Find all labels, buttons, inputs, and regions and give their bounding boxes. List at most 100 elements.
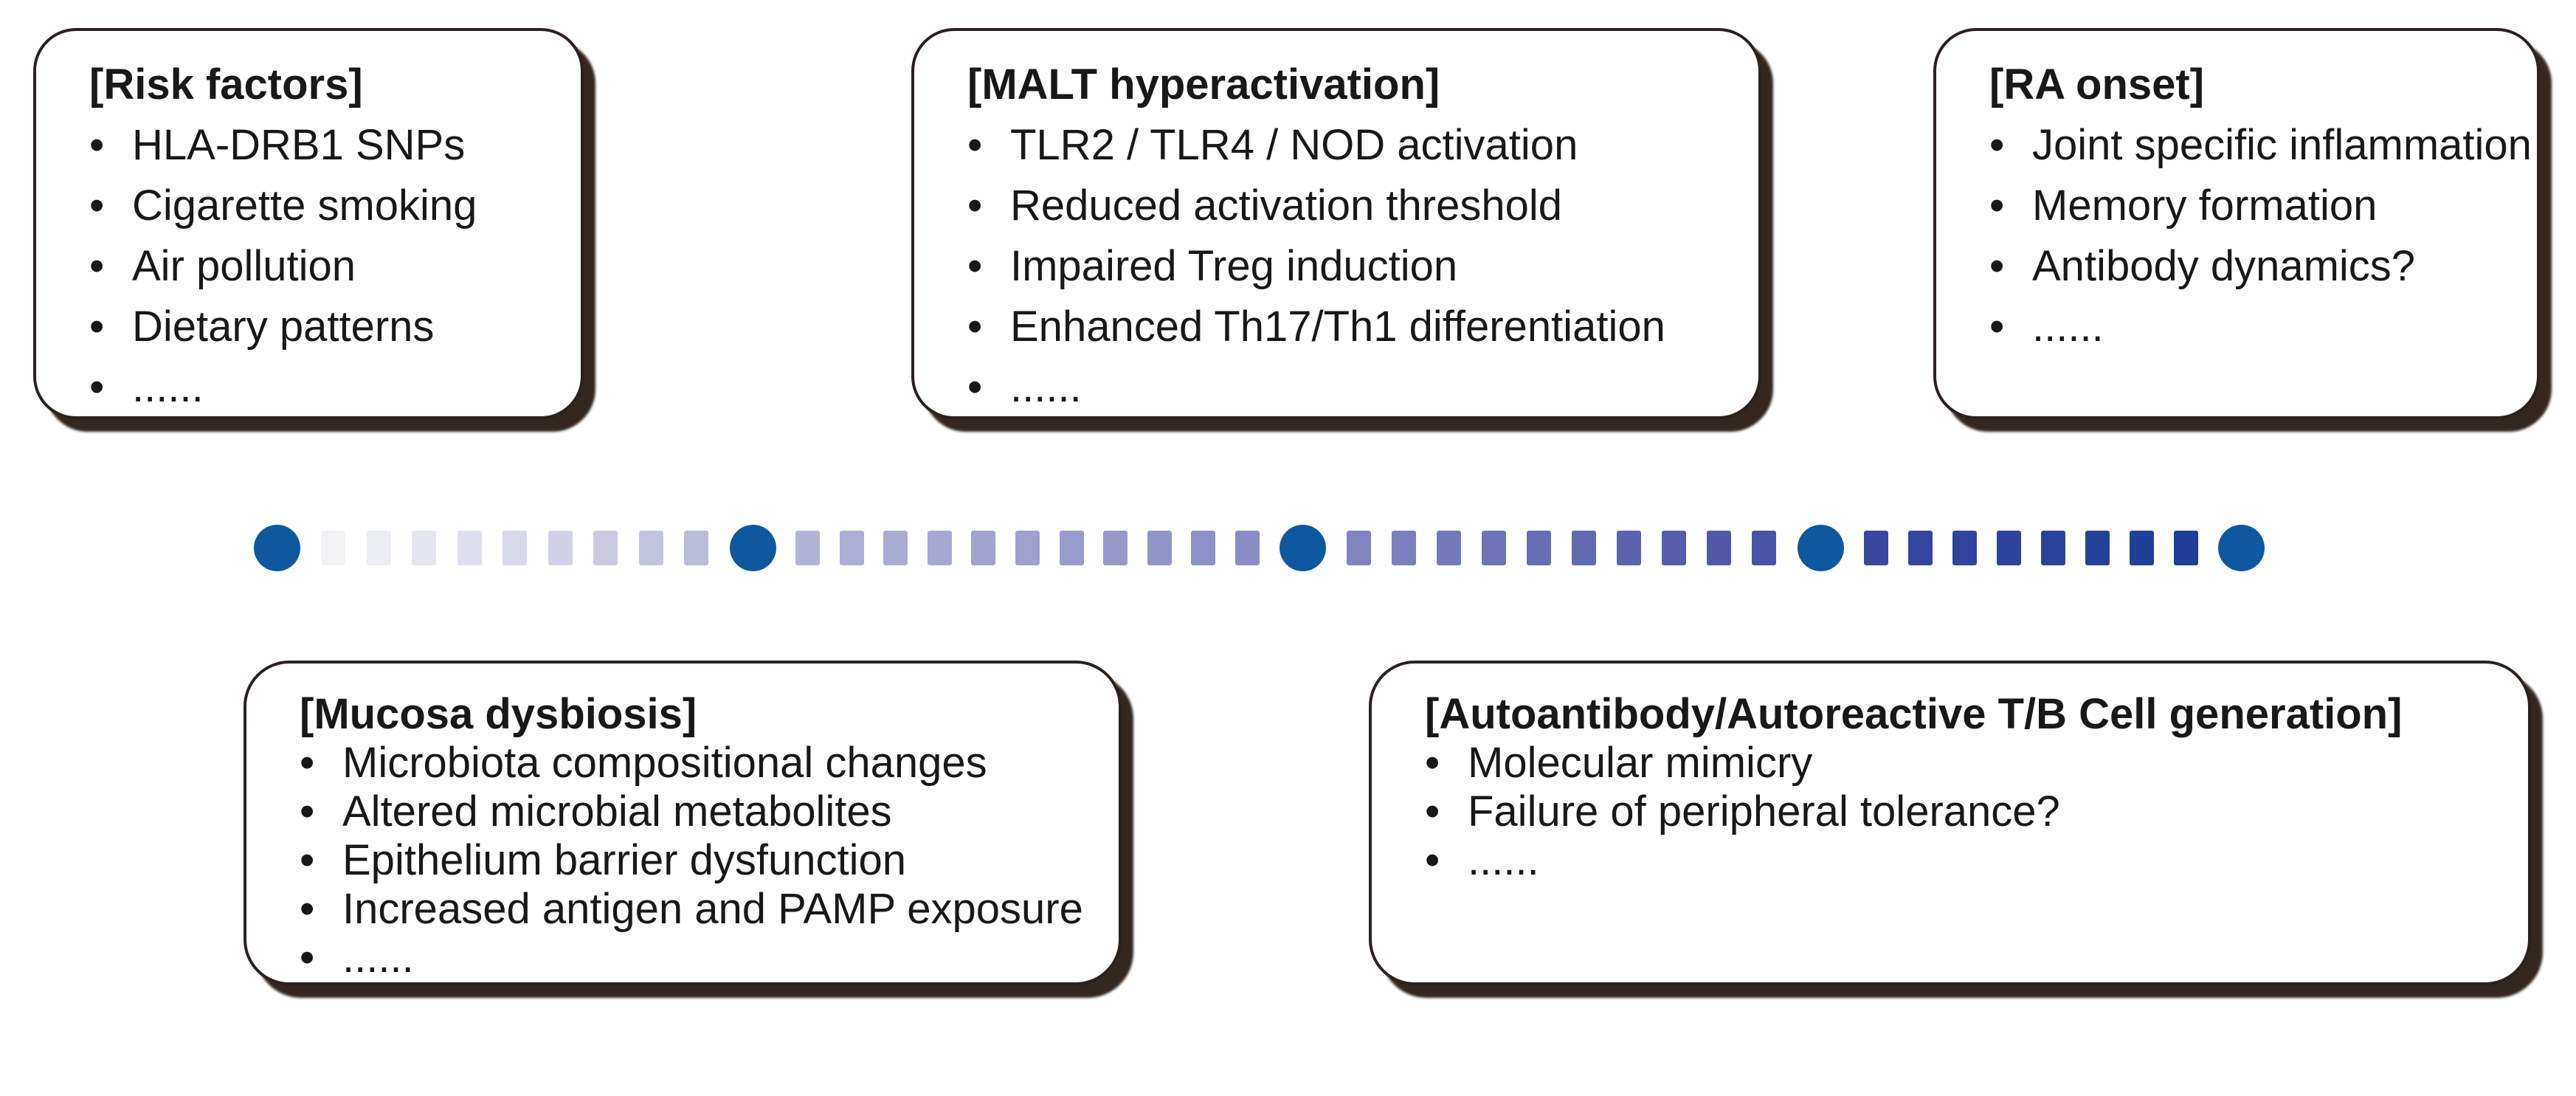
- timeline-dash: [548, 530, 573, 565]
- list-item: • Impaired Treg induction: [967, 236, 1736, 297]
- list-item-text: Impaired Treg induction: [1010, 242, 1458, 290]
- timeline-dash: [1863, 530, 1888, 565]
- bullet-icon: •: [1989, 182, 2005, 230]
- box-title: [Risk factors]: [89, 61, 363, 108]
- timeline-dash: [1391, 530, 1416, 565]
- bullet-icon: •: [300, 787, 315, 835]
- bullet-icon: •: [300, 836, 315, 884]
- list-item: • Altered microbial metabolites: [300, 787, 1097, 836]
- list-item: • Antibody dynamics?: [1989, 236, 2515, 297]
- list-item-text: ......: [1468, 836, 1539, 884]
- timeline-dash: [1346, 530, 1371, 565]
- list-item: •Microbiota compositional changes: [300, 739, 1097, 787]
- list-item: •......: [1425, 836, 2506, 885]
- bullet-icon: •: [967, 121, 983, 169]
- list-item: •......: [1989, 297, 2515, 357]
- box-title: [Mucosa dysbiosis]: [300, 690, 697, 738]
- bullet-icon: •: [89, 242, 105, 290]
- list-item: •......: [967, 357, 1736, 418]
- bullet-list: •Microbiota compositional changes•Altere…: [300, 739, 1097, 982]
- bullet-icon: •: [89, 363, 105, 411]
- bullet-icon: •: [967, 363, 983, 411]
- box-title: [RA onset]: [1989, 61, 2205, 108]
- list-item: •......: [89, 357, 559, 418]
- list-item-text: Microbiota compositional changes: [342, 739, 987, 787]
- timeline-dash: [366, 530, 391, 565]
- timeline-dash: [457, 530, 482, 565]
- list-item-text: Molecular mimicry: [1468, 739, 1813, 787]
- bullet-icon: •: [1425, 787, 1440, 835]
- list-item-text: Epithelium barrier dysfunction: [342, 836, 907, 884]
- timeline-dash: [1103, 530, 1128, 565]
- timeline-dash: [684, 530, 708, 565]
- list-item-text: ......: [2032, 303, 2104, 351]
- timeline-dash: [2040, 530, 2065, 565]
- bullet-icon: •: [1989, 303, 2005, 351]
- timeline-dash: [2173, 530, 2198, 565]
- list-item-text: Dietary patterns: [132, 303, 435, 351]
- timeline-dash: [1235, 530, 1260, 565]
- list-item: •Joint specific inflammation: [1989, 115, 2532, 176]
- timeline-dash: [795, 530, 821, 565]
- list-item-text: Reduced activation threshold: [1010, 182, 1563, 230]
- list-item: • Reduced activation threshold: [967, 176, 1736, 236]
- bullet-list: • Molecular mimicry•Failure of peripheral…: [1425, 739, 2506, 885]
- timeline-dot: [1797, 524, 1844, 571]
- bullet-icon: •: [1425, 836, 1440, 884]
- list-item: • TLR2 / TLR4 / NOD activation: [967, 115, 1736, 176]
- bullet-icon: •: [967, 242, 983, 290]
- timeline-dot: [2217, 524, 2265, 571]
- bullet-icon: •: [967, 303, 983, 351]
- box-risk-factors: [Risk factors] • HLA-DRB1 SNPs • Cigarette …: [33, 28, 584, 419]
- list-item-text: ......: [342, 934, 414, 982]
- bullet-list: • TLR2 / TLR4 / NOD activation • Reduced ac…: [967, 115, 1736, 418]
- bullet-icon: •: [89, 182, 105, 230]
- list-item-text: ......: [132, 363, 204, 411]
- box-autoantibody-generation: [Autoantibody/Autoreactive T/B Cell gene…: [1369, 661, 2531, 985]
- list-item-text: TLR2 / TLR4 / NOD activation: [1010, 121, 1578, 169]
- timeline-dash: [1907, 530, 1933, 565]
- list-item-text: Antibody dynamics?: [2032, 242, 2416, 290]
- box-title: [MALT hyperactivation]: [967, 61, 1440, 108]
- timeline-dash: [1481, 530, 1506, 565]
- timeline-dash: [1015, 530, 1040, 565]
- bullet-icon: •: [967, 182, 983, 230]
- list-item-text: HLA-DRB1 SNPs: [132, 121, 466, 169]
- list-item: • Molecular mimicry: [1425, 739, 2506, 787]
- timeline-dot: [1279, 524, 1326, 571]
- timeline-dot: [253, 524, 300, 571]
- timeline-dash: [1617, 530, 1642, 565]
- list-item-text: Altered microbial metabolites: [342, 787, 892, 835]
- list-item: • Cigarette smoking: [89, 176, 559, 236]
- timeline-dash: [1996, 530, 2021, 565]
- list-item: • HLA-DRB1 SNPs: [89, 115, 559, 176]
- timeline-dash: [1707, 530, 1732, 565]
- list-item: •Failure of peripheral tolerance?: [1425, 787, 2506, 836]
- timeline-dot: [729, 524, 776, 571]
- bullet-icon: •: [1425, 739, 1440, 787]
- list-item: • Memory formation: [1989, 176, 2515, 236]
- list-item-text: Memory formation: [2032, 182, 2378, 230]
- timeline-dash: [503, 530, 527, 565]
- bullet-icon: •: [300, 934, 315, 982]
- timeline-dash: [839, 530, 864, 565]
- bullet-icon: •: [1989, 242, 2005, 290]
- bullet-icon: •: [300, 885, 315, 933]
- timeline-dash: [1147, 530, 1172, 565]
- timeline-dash: [1572, 530, 1597, 565]
- list-item-text: Increased antigen and PAMP exposure: [342, 885, 1083, 933]
- timeline-dash: [321, 530, 345, 565]
- timeline-dash: [927, 530, 952, 565]
- list-item: • Increased antigen and PAMP exposure: [300, 885, 1097, 934]
- bullet-icon: •: [89, 121, 105, 169]
- list-item-text: Cigarette smoking: [132, 182, 477, 230]
- list-item: •Air pollution: [89, 236, 559, 297]
- bullet-icon: •: [1989, 121, 2005, 169]
- bullet-list: •Joint specific inflammation•Memory form…: [1989, 115, 2532, 357]
- timeline-dash: [971, 530, 996, 565]
- list-item: •Enhanced Th17/Th1 differentiation: [967, 297, 1736, 357]
- timeline-dash: [883, 530, 908, 565]
- timeline-dash: [1191, 530, 1216, 565]
- timeline-dash: [1059, 530, 1084, 565]
